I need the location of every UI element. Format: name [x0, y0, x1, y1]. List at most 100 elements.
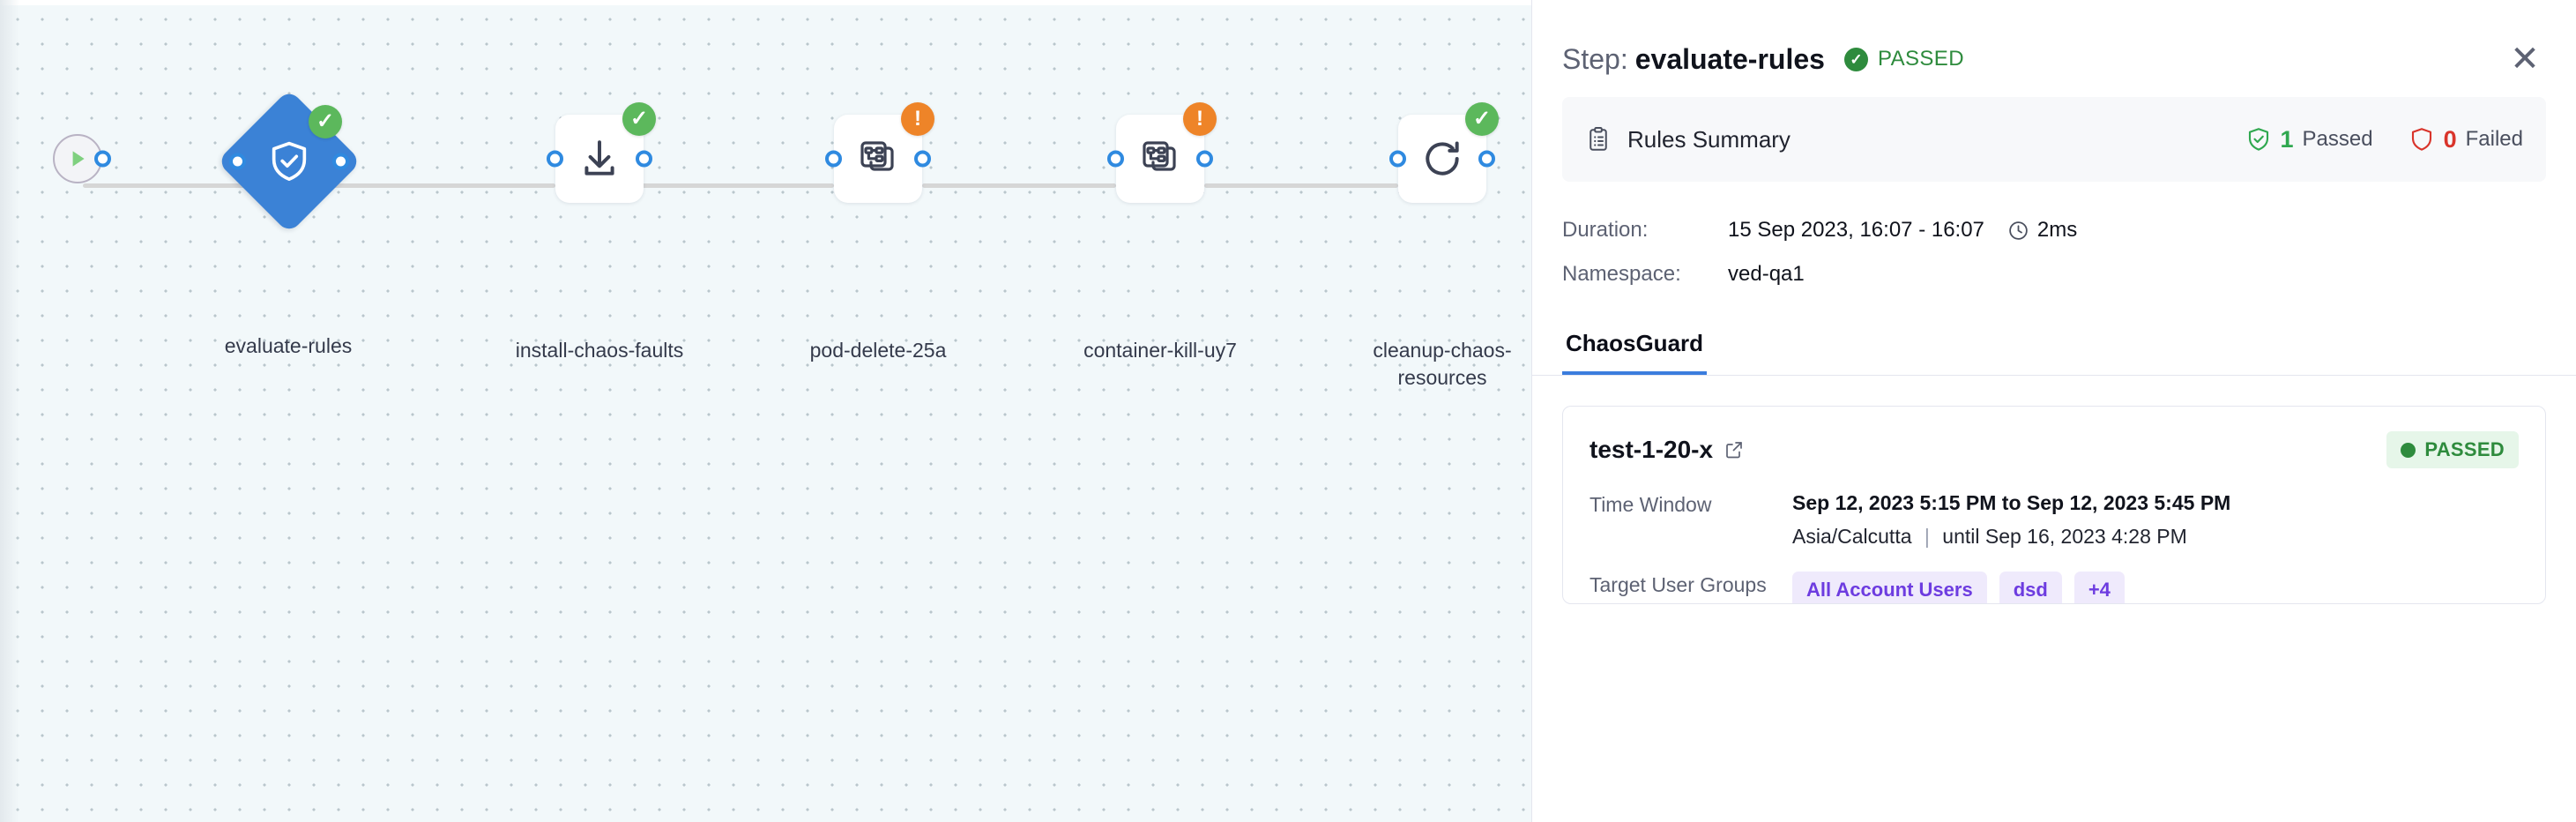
- node-label: install-chaos-faults: [515, 339, 684, 362]
- result-card-header: test-1-20-x PASSED: [1590, 431, 2519, 468]
- result-status-label: PASSED: [2424, 438, 2505, 460]
- clipboard-icon: [1585, 126, 1612, 153]
- check-icon: ✓: [1472, 107, 1492, 131]
- namespace-value: ved-qa1: [1728, 262, 1805, 286]
- failed-count: 0: [2443, 125, 2457, 153]
- passed-label: Passed: [2302, 127, 2373, 151]
- node-label: pod-delete-25a: [809, 339, 947, 362]
- status-badge: ✓ PASSED: [1843, 47, 1964, 71]
- target-user-groups-label: Target User Groups: [1590, 573, 1767, 596]
- duration-label: Duration:: [1562, 218, 1649, 242]
- duration-row: Duration: 15 Sep 2023, 16:07 - 16:07 2ms: [1562, 208, 2546, 252]
- node-port-left[interactable]: [229, 153, 246, 170]
- panel-header: Step: evaluate-rules ✓ PASSED ✕: [1532, 0, 2576, 85]
- duration-elapsed-group: 2ms: [2007, 218, 2077, 243]
- check-icon: ✓: [316, 109, 335, 133]
- node-install-chaos-faults[interactable]: ✓ install-chaos-faults: [516, 102, 683, 362]
- refresh-icon: [1420, 137, 1464, 181]
- status-badge-success: ✓: [1465, 102, 1499, 136]
- download-icon: [577, 137, 622, 181]
- status-badge-warning: !: [1183, 102, 1217, 136]
- connector-line: [273, 183, 555, 188]
- step-meta-list: Duration: 15 Sep 2023, 16:07 - 16:07 2ms: [1562, 208, 2546, 296]
- user-group-overflow-chip[interactable]: +4: [2073, 572, 2125, 603]
- rules-summary-counts: 1 Passed 0 Failed: [2245, 126, 2523, 153]
- node-port-left[interactable]: [1107, 150, 1124, 168]
- target-user-groups-chips: All Account Users dsd +4: [1792, 572, 2125, 603]
- connector-line: [1204, 183, 1398, 188]
- namespace-label: Namespace:: [1562, 262, 1681, 286]
- namespace-row: Namespace: ved-qa1: [1562, 252, 2546, 296]
- user-group-chip[interactable]: dsd: [1999, 572, 2062, 603]
- node-port-left[interactable]: [1389, 150, 1406, 168]
- node-label: container-kill-uy7: [1083, 339, 1237, 362]
- node-label: cleanup-chaos-resources: [1373, 339, 1512, 390]
- time-window-separator: |: [1924, 525, 1930, 548]
- shield-check-icon: [2245, 126, 2272, 153]
- start-node[interactable]: [53, 134, 111, 183]
- target-user-groups-row: Target User Groups All Account Users dsd…: [1590, 572, 2519, 603]
- failed-label: Failed: [2465, 127, 2523, 151]
- rules-summary-left: Rules Summary: [1585, 126, 1791, 153]
- status-label: PASSED: [1877, 47, 1964, 71]
- time-window-value: Sep 12, 2023 5:15 PM to Sep 12, 2023 5:4…: [1792, 491, 2230, 549]
- check-icon: ✓: [629, 107, 649, 131]
- node-port-left[interactable]: [547, 150, 563, 168]
- status-badge-success: ✓: [622, 102, 656, 136]
- passed-count-group: 1 Passed: [2245, 126, 2373, 153]
- node-port-right[interactable]: [1196, 150, 1213, 168]
- close-icon[interactable]: ✕: [2510, 40, 2540, 78]
- clock-icon: [2007, 220, 2029, 242]
- rules-summary-title: Rules Summary: [1627, 125, 1791, 153]
- result-title-group: test-1-20-x: [1590, 436, 1745, 464]
- node-port-right[interactable]: [94, 150, 111, 168]
- step-details-panel: Step: evaluate-rules ✓ PASSED ✕: [1531, 0, 2576, 822]
- node-port-right[interactable]: [1478, 150, 1495, 168]
- time-window-meta: Asia/Calcutta | until Sep 16, 2023 4:28 …: [1792, 525, 2230, 549]
- status-dot-icon: [2401, 442, 2416, 458]
- exclamation-icon: !: [914, 107, 921, 131]
- chaos-experiment-icon: [857, 138, 899, 180]
- node-port-left[interactable]: [825, 150, 842, 168]
- duration-elapsed: 2ms: [2036, 218, 2078, 242]
- chaos-experiment-icon: [1139, 138, 1181, 180]
- connector-line: [83, 183, 245, 188]
- status-badge-success: ✓: [309, 105, 342, 138]
- time-window-range: Sep 12, 2023 5:15 PM to Sep 12, 2023 5:4…: [1792, 491, 2231, 514]
- page-title: Step: evaluate-rules: [1562, 43, 1825, 76]
- user-group-chip[interactable]: All Account Users: [1792, 572, 1987, 603]
- play-icon: [66, 147, 89, 170]
- tab-chaosguard[interactable]: ChaosGuard: [1562, 319, 1708, 375]
- node-pod-delete-25a[interactable]: ! pod-delete-25a: [810, 102, 946, 362]
- connector-line: [922, 183, 1116, 188]
- result-name: test-1-20-x: [1590, 436, 1714, 463]
- exclamation-icon: !: [1196, 107, 1203, 131]
- duration-value-group: 15 Sep 2023, 16:07 - 16:07 2ms: [1728, 218, 2077, 243]
- pipeline-canvas[interactable]: ✓ evaluate-rules ✓ install-chaos-faults: [0, 0, 1531, 822]
- status-badge-warning: !: [901, 102, 934, 136]
- time-window-label: Time Window: [1590, 493, 1712, 516]
- rules-summary-card: Rules Summary 1 Passed: [1562, 97, 2546, 182]
- failed-count-group: 0 Failed: [2408, 126, 2523, 153]
- node-port-right[interactable]: [332, 153, 349, 170]
- canvas-top-band: [0, 0, 1531, 5]
- panel-body: Rules Summary 1 Passed: [1532, 97, 2576, 296]
- node-container-kill-uy7[interactable]: ! container-kill-uy7: [1083, 102, 1237, 362]
- node-port-right[interactable]: [914, 150, 931, 168]
- node-evaluate-rules[interactable]: ✓ evaluate-rules: [216, 88, 362, 357]
- shield-check-icon: [266, 138, 312, 184]
- panel-step-name: evaluate-rules: [1634, 42, 1825, 75]
- shield-icon: [2408, 126, 2435, 153]
- node-label: evaluate-rules: [224, 334, 353, 357]
- time-window-until: until Sep 16, 2023 4:28 PM: [1942, 525, 2187, 548]
- panel-tabs: ChaosGuard: [1532, 319, 2576, 376]
- chaosguard-result-card: test-1-20-x PASSED Time Window S: [1562, 406, 2546, 604]
- canvas-left-shade: [0, 0, 19, 822]
- panel-title-prefix: Step:: [1562, 42, 1628, 75]
- external-link-icon[interactable]: [1724, 439, 1745, 460]
- duration-value: 15 Sep 2023, 16:07 - 16:07: [1728, 218, 1984, 242]
- node-port-right[interactable]: [636, 150, 652, 168]
- node-cleanup-chaos-resources[interactable]: ✓ cleanup-chaos-resources: [1373, 102, 1512, 389]
- passed-count: 1: [2280, 125, 2294, 153]
